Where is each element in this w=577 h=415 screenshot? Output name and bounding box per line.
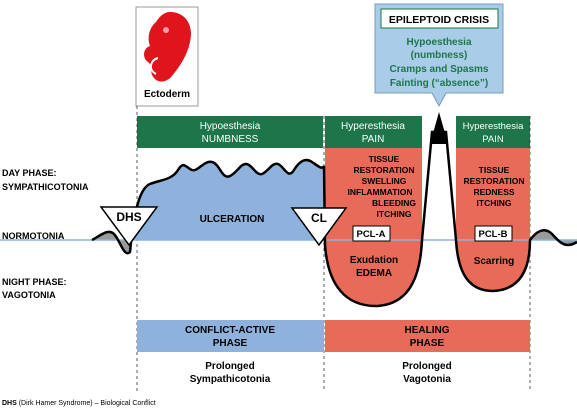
pcl-a-symptoms: TISSUE RESTORATION SWELLING INFLAMMATION…	[348, 154, 417, 219]
conflict-active-phase-bar: CONFLICT-ACTIVE PHASE	[137, 320, 324, 352]
ulceration-region	[132, 160, 324, 240]
epileptoid-crisis-box: EPILEPTOID CRISIS Hypoesthesia (numbness…	[374, 3, 504, 108]
crisis-line: Fainting (“absence”)	[390, 78, 488, 89]
header-line: NUMBNESS	[202, 134, 259, 145]
dhs-marker: DHS	[99, 206, 159, 247]
symptom-line: BLEEDING	[372, 198, 416, 208]
symptom-line: ITCHING	[477, 198, 512, 208]
night-phase-label: NIGHT PHASE:	[2, 277, 67, 287]
crisis-title: EPILEPTOID CRISIS	[389, 14, 489, 26]
header-line: Hyperesthesia	[463, 121, 524, 132]
cl-marker: CL	[290, 207, 348, 247]
header-line: Hyperesthesia	[341, 121, 405, 132]
crisis-line: (numbness)	[411, 50, 468, 61]
healing-phase-bar: HEALING PHASE	[325, 320, 530, 352]
ectoderm-card: Ectoderm	[135, 6, 199, 107]
ulceration-label: ULCERATION	[200, 214, 265, 225]
prolonged-vagotonia: Vagotonia	[403, 374, 451, 385]
symptom-line: TISSUE	[479, 165, 510, 175]
day-phase-label: DAY PHASE:	[2, 168, 57, 178]
healing-region-b	[456, 148, 530, 291]
symptom-line: REDNESS	[473, 187, 514, 197]
symptom-line: RESTORATION	[353, 165, 414, 175]
pcl-a-marker: PCL-A	[352, 225, 391, 242]
day-phase-label: SYMPATHICOTONIA	[2, 182, 89, 192]
pre-conflict-wave	[92, 231, 132, 254]
phase-bar-label: PHASE	[410, 338, 445, 349]
symptom-line: TISSUE	[369, 154, 400, 164]
crisis-arrow	[430, 112, 448, 144]
symptom-line: ITCHING	[377, 209, 412, 219]
night-phase-label: VAGOTONIA	[2, 290, 56, 300]
edema-label: EDEMA	[356, 268, 392, 279]
header-line: Hypoesthesia	[200, 121, 261, 132]
pcl-b-symptoms: TISSUE RESTORATION REDNESS ITCHING	[463, 165, 524, 208]
symptom-line: RESTORATION	[463, 176, 524, 186]
phase-bar-label: CONFLICT-ACTIVE	[185, 325, 275, 336]
post-healing-wave	[530, 230, 577, 245]
phase-labels: DAY PHASE: SYMPATHICOTONIA NORMOTONIA NI…	[2, 168, 89, 300]
footer-abbr: DHS	[2, 400, 17, 407]
crisis-line: Hypoesthesia	[406, 37, 471, 48]
prolonged-vagotonia: Prolonged	[402, 361, 451, 372]
prolonged-sympathicotonia: Sympathicotonia	[190, 374, 271, 385]
header-line: PAIN	[362, 134, 385, 145]
prolonged-sympathicotonia: Prolonged	[205, 361, 254, 372]
footer-text: (Dirk Hamer Syndrome) – Biological Confl…	[17, 400, 156, 407]
footer-caption: DHS (Dirk Hamer Syndrome) – Biological C…	[2, 400, 156, 407]
symptom-line: SWELLING	[362, 176, 407, 186]
cl-label: CL	[311, 211, 327, 225]
embryo-icon	[144, 12, 192, 82]
hypoesthesia-header: Hypoesthesia NUMBNESS	[137, 116, 323, 148]
hyperesthesia-header-2: Hyperesthesia PAIN	[456, 116, 530, 148]
phase-bar-label: HEALING	[405, 325, 450, 336]
pcl-b-marker: PCL-B	[474, 225, 513, 242]
symptom-line: INFLAMMATION	[348, 187, 413, 197]
normotonia-label: NORMOTONIA	[2, 231, 65, 241]
vegetative-curve	[91, 130, 577, 308]
ectoderm-label: Ectoderm	[144, 89, 190, 100]
pcl-a-label: PCL-A	[356, 229, 385, 240]
hyperesthesia-header-1: Hyperesthesia PAIN	[325, 116, 422, 148]
dhs-label: DHS	[116, 210, 141, 224]
phase-bar-label: PHASE	[213, 338, 248, 349]
header-line: PAIN	[482, 134, 504, 145]
scarring-label: Scarring	[474, 256, 515, 267]
crisis-line: Cramps and Spasms	[390, 64, 489, 75]
pcl-b-label: PCL-B	[478, 229, 507, 240]
exudation-label: Exudation	[350, 255, 398, 266]
